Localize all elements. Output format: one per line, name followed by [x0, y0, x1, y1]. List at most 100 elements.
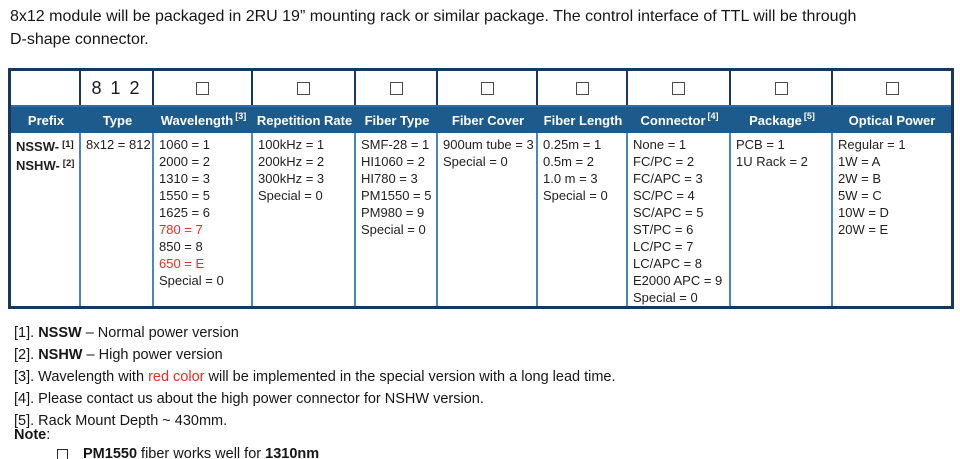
code-option: PM980 = 9 — [361, 205, 425, 220]
optical-power-options: Regular = 1 1W = A 2W = B 5W = C 10W = D 20W … — [833, 133, 951, 306]
table-header-row: Prefix Type Wavelength[3] Repetition Rat… — [11, 107, 951, 133]
code-option: Special = 0 — [159, 273, 224, 288]
code-option: 0.25m = 1 — [543, 137, 602, 152]
code-option: 200kHz = 2 — [258, 154, 325, 169]
header-type: Type — [102, 112, 133, 128]
header-wavelength: Wavelength[3] — [160, 111, 247, 128]
header-repetition-rate: Repetition Rate — [256, 112, 353, 128]
type-options: 8x12 = 812 — [81, 133, 154, 306]
header-package: Package[5] — [749, 111, 815, 128]
code-option: 780 = 7 — [159, 222, 203, 237]
code-option: FC/PC = 2 — [633, 154, 695, 169]
header-connector: Connector[4] — [640, 111, 719, 128]
prefix-blank-cell — [11, 71, 81, 105]
footnote-ref-4: [4] — [707, 111, 719, 121]
intro-line-1: 8x12 module will be packaged in 2RU 19” … — [10, 8, 857, 25]
footnotes: [1]. NSSW – Normal power version [2]. NS… — [14, 322, 616, 432]
header-optical-power: Optical Power — [848, 112, 936, 128]
repetition-rate-options: 100kHz = 1 200kHz = 2 300kHz = 3 Special = … — [253, 133, 356, 306]
code-option: 8x12 = 812 — [86, 137, 151, 152]
code-option: SMF-28 = 1 — [361, 137, 430, 152]
fiber-length-options: 0.25m = 1 0.5m = 2 1.0 m = 3 Special = 0 — [538, 133, 628, 306]
code-option: ST/PC = 6 — [633, 222, 694, 237]
code-option: HI1060 = 2 — [361, 154, 425, 169]
code-option: 1.0 m = 3 — [543, 171, 598, 186]
prefix-options: NSSW-[1]NSHW-[2] — [11, 133, 81, 306]
code-option: FC/APC = 3 — [633, 171, 703, 186]
fiber-type-checkbox-cell — [356, 71, 438, 105]
connector-checkbox[interactable] — [672, 81, 685, 95]
header-prefix: Prefix — [27, 112, 65, 128]
code-option: Special = 0 — [543, 188, 608, 203]
ballot-box-icon — [57, 448, 68, 459]
code-option: PM1550 = 5 — [361, 188, 432, 203]
fiber-cover-checkbox[interactable] — [480, 81, 494, 95]
type-code-value: 8 1 2 — [91, 77, 142, 98]
repetition-rate-checkbox[interactable] — [297, 81, 310, 95]
code-option: Regular = 1 — [838, 137, 906, 152]
code-option: Special = 0 — [258, 188, 323, 203]
note-item-text: PM1550 fiber works well for 1310nm — [83, 446, 320, 459]
code-option: 900um tube = 3 — [443, 137, 534, 152]
code-option: SC/APC = 5 — [633, 205, 704, 220]
code-option: 5W = C — [838, 188, 882, 203]
code-option: Special = 0 — [633, 290, 698, 305]
fiber-type-options: SMF-28 = 1 HI1060 = 2 HI780 = 3 PM1550 = 5 P… — [356, 133, 438, 306]
code-option: 300kHz = 3 — [258, 171, 325, 186]
ordering-code-table: 8 1 2 — [8, 68, 954, 309]
code-option: SC/PC = 4 — [633, 188, 695, 203]
code-option: 2W = B — [838, 171, 881, 186]
fiber-length-checkbox-cell — [538, 71, 628, 105]
note-section: Note: PM1550 fiber works well for 1310nm — [14, 427, 319, 459]
code-option: 1W = A — [838, 154, 881, 169]
code-option: 1060 = 1 — [159, 137, 210, 152]
code-option: 100kHz = 1 — [258, 137, 325, 152]
type-code-cell: 8 1 2 — [81, 71, 154, 105]
header-fiber-cover: Fiber Cover — [451, 112, 525, 128]
intro-line-2: D-shape connector. — [10, 31, 149, 48]
header-fiber-type: Fiber Type — [364, 112, 430, 128]
code-option: 10W = D — [838, 205, 889, 220]
wavelength-checkbox-cell — [154, 71, 253, 105]
code-selection-row: 8 1 2 — [11, 71, 951, 107]
note-heading: Note: — [14, 427, 51, 443]
table-options-row: NSSW-[1]NSHW-[2] 8x12 = 812 1060 = 1 2000… — [11, 133, 951, 306]
code-option: None = 1 — [633, 137, 687, 152]
code-option: 0.5m = 2 — [543, 154, 594, 169]
code-option: 2000 = 2 — [159, 154, 210, 169]
header-fiber-length: Fiber Length — [543, 112, 623, 128]
optical-power-checkbox[interactable] — [885, 81, 899, 95]
note-item: PM1550 fiber works well for 1310nm — [14, 446, 319, 459]
intro-paragraph: 8x12 module will be packaged in 2RU 19” … — [10, 5, 954, 51]
code-option: LC/APC = 8 — [633, 256, 703, 271]
code-option: 1625 = 6 — [159, 205, 210, 220]
wavelength-checkbox[interactable] — [196, 81, 209, 95]
footnote-3: [3]. Wavelength with red color will be i… — [14, 369, 616, 385]
code-option: PCB = 1 — [736, 137, 785, 152]
footnote-5: [5]. Rack Mount Depth ~ 430mm. — [14, 413, 228, 429]
code-option: 650 = E — [159, 256, 205, 271]
code-option: Special = 0 — [443, 154, 508, 169]
repetition-rate-checkbox-cell — [253, 71, 356, 105]
package-checkbox-cell — [731, 71, 833, 105]
footnote-2: [2]. NSHW – High power version — [14, 347, 223, 363]
code-option: E2000 APC = 9 — [633, 273, 723, 288]
footnote-ref-3: [3] — [235, 111, 247, 121]
fiber-type-checkbox[interactable] — [389, 81, 403, 95]
fiber-length-checkbox[interactable] — [575, 81, 589, 95]
code-option: HI780 = 3 — [361, 171, 418, 186]
connector-checkbox-cell — [628, 71, 731, 105]
code-option: 850 = 8 — [159, 239, 203, 254]
code-option: NSSW-[1] — [16, 139, 74, 154]
optical-power-checkbox-cell — [833, 71, 951, 105]
fiber-cover-checkbox-cell — [438, 71, 538, 105]
footnote-ref-5: [5] — [803, 111, 815, 121]
code-option: 20W = E — [838, 222, 889, 237]
connector-options: None = 1 FC/PC = 2 FC/APC = 3 SC/PC = 4 SC/A… — [628, 133, 731, 306]
footnote-1: [1]. NSSW – Normal power version — [14, 325, 239, 341]
code-option: LC/PC = 7 — [633, 239, 694, 254]
code-option: 1310 = 3 — [159, 171, 210, 186]
package-checkbox[interactable] — [774, 81, 788, 95]
